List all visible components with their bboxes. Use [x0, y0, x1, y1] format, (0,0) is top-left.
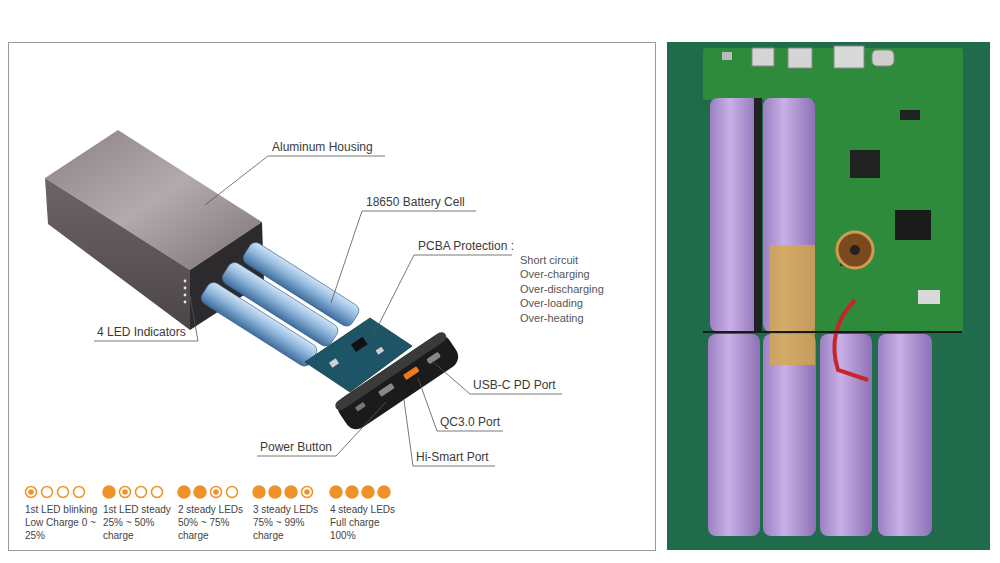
panel-frame [9, 43, 656, 551]
leader-lines [94, 156, 562, 466]
feature-item: Over-heating [520, 312, 584, 325]
feature-item: Over-discharging [520, 283, 604, 296]
led-caption: 2 steady LEDs 50% ~ 75% charge [178, 503, 254, 542]
component [376, 347, 385, 355]
led-symbols [26, 486, 391, 498]
callout-label: Hi-Smart Port [416, 450, 489, 464]
callout-label: PCBA Protection : [418, 239, 514, 253]
callout-label: Aluminum Housing [272, 140, 373, 154]
chip [351, 337, 368, 352]
feature-item: Short circuit [520, 254, 578, 267]
callout-label: USB-C PD Port [473, 378, 556, 392]
led-caption: 1st LED steady 25% ~ 50% charge [103, 503, 179, 542]
led-dot [184, 280, 187, 283]
callout-label: Power Button [260, 440, 332, 454]
led-caption: 1st LED blinking Low Charge 0 ~ 25% [25, 503, 101, 542]
led-dot [184, 301, 187, 304]
led-dot [184, 294, 187, 297]
feature-item: Over-loading [520, 297, 583, 310]
battery-cell [241, 240, 362, 329]
led-dot [184, 287, 187, 290]
housing-side [45, 178, 190, 330]
feature-item: Over-charging [520, 268, 590, 281]
component [329, 358, 339, 367]
led-caption: 4 steady LEDs Full charge 100% [330, 503, 406, 542]
callout-label: 18650 Battery Cell [366, 195, 465, 209]
callout-label: QC3.0 Port [440, 415, 500, 429]
led-caption: 3 steady LEDs 75% ~ 99% charge [253, 503, 329, 542]
callout-label: 4 LED Indicators [97, 325, 186, 339]
photo [667, 42, 990, 550]
